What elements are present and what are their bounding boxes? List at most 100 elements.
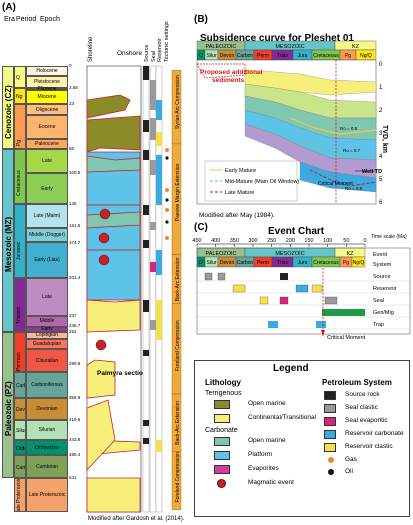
- critical-moment-label: Critical Moment: [327, 335, 366, 341]
- period-bar-label: Carbon: [237, 260, 254, 266]
- reservoir-carbonate-bar: [156, 155, 162, 205]
- period-bar-label: Cretaceous: [313, 53, 339, 59]
- epoch-cell: Devonian: [26, 398, 68, 420]
- y-tick-label: 6: [379, 200, 383, 206]
- panel-b-title: Subsidence curve for Pleshet 01: [200, 33, 354, 44]
- period-bar-label: O: [199, 53, 203, 59]
- source-rock-bar: [143, 120, 149, 132]
- carbonate-title: Carbonate: [205, 427, 238, 434]
- legend-lithology-label: Magmatic event: [248, 479, 294, 486]
- period-bar-label: Carbon: [237, 53, 254, 59]
- period-cell: Cretaceous: [14, 149, 26, 204]
- header-onshore: Onshore: [117, 50, 142, 57]
- seal-evaporitic-bar: [150, 262, 156, 272]
- period-bar-label: Jura: [298, 260, 308, 266]
- seal-clastic-bar: [150, 80, 156, 110]
- legend-petroleum-label: Seal evaporitic: [345, 417, 388, 424]
- gas-marker: [165, 188, 169, 192]
- period-bar-label: Devon: [220, 53, 235, 59]
- period-cell: Carboniferous: [14, 372, 26, 398]
- period-bar-label: Silur: [206, 53, 216, 59]
- period-cell: Triassic: [14, 278, 26, 332]
- period-bar-label: Ng/Q: [360, 53, 372, 59]
- period-bar-label: Pg: [343, 260, 349, 266]
- legend-title: Legend: [273, 363, 309, 374]
- oil-marker: [165, 220, 169, 224]
- period-bar-label: Ng/Q: [353, 260, 365, 266]
- row-label: Source: [373, 274, 390, 280]
- period-bar-cell: [351, 256, 366, 268]
- reservoir-clastic-bar: [156, 300, 162, 340]
- source-rock-bar: [143, 420, 149, 426]
- mid-mature-line: [299, 139, 377, 157]
- tectonic-label: Back-Arc Extension: [175, 257, 181, 301]
- era-cell: Mesozoic (MZ): [2, 149, 14, 332]
- y-tick-label: 5: [379, 177, 383, 183]
- reservoir-bar: [311, 284, 323, 293]
- continental-permian: [86, 299, 141, 333]
- era-bar-label: MESOZOIC: [275, 44, 304, 50]
- period-label: Silurian: [16, 428, 25, 434]
- x-tick-label: 300: [248, 238, 257, 244]
- age-tick-label: 100.5: [69, 170, 81, 176]
- period-cell: Late Proterozoic: [14, 478, 26, 512]
- age-tick-label: 443.8: [69, 437, 81, 442]
- source-bar: [217, 272, 226, 281]
- period-bar-label: Trias: [277, 260, 288, 266]
- x-tick-label: 100: [323, 238, 332, 244]
- legend-petroleum-dot: [328, 469, 334, 475]
- panel-c-label: (C): [194, 222, 208, 233]
- time-scale-label: Time scale (Ma): [371, 234, 407, 240]
- event-chart-frame: [196, 247, 411, 335]
- open-marine-ng: [86, 94, 131, 119]
- reservoir-carbonate-bar: [156, 250, 162, 275]
- ro-label: Ro = 0.9: [345, 186, 363, 191]
- oil-marker: [165, 156, 169, 160]
- magmatic-event-marker: [95, 339, 107, 351]
- age-tick-label: 23: [69, 101, 75, 106]
- age-tick-label: 2.58: [69, 85, 78, 90]
- period-bar-label: Perm: [257, 260, 269, 266]
- epoch-cell: Cisuralian: [26, 349, 68, 372]
- ro-label: Ro = 0.5: [340, 126, 358, 131]
- epoch-cell: Late Proterozoic: [26, 478, 68, 512]
- x-tick-label: 400: [211, 238, 220, 244]
- period-label: Devonian: [16, 407, 25, 413]
- row-label: Seal: [373, 298, 384, 304]
- era-bar-label: PALEOZOIC: [205, 251, 236, 257]
- legend-petroleum-swatch: [324, 404, 336, 413]
- epoch-cell: Early (Lias): [26, 242, 68, 278]
- period-bar-label: Perm: [257, 53, 269, 59]
- age-tick-label: 145: [69, 201, 77, 206]
- seal-clastic-bar: [150, 160, 156, 175]
- period-cell: Cambrian: [14, 455, 26, 478]
- reservoir-carbonate-bar: [156, 100, 162, 120]
- header-era: Era: [4, 16, 15, 23]
- legend-petroleum-label: Gas: [345, 456, 357, 463]
- x-tick-label: 50: [343, 238, 349, 244]
- epoch-cell: Late: [26, 149, 68, 174]
- magmatic-event-marker: [99, 208, 111, 220]
- period-label: Ordovician: [16, 445, 25, 452]
- gas-marker: [165, 148, 169, 152]
- period-cell: Ng: [14, 88, 26, 104]
- legend-lithology-label: Open marine: [248, 400, 286, 407]
- x-tick-label: 350: [230, 238, 239, 244]
- proposed-sediment-zone: [196, 63, 246, 79]
- epoch-cell: Middle (Dogger): [26, 228, 68, 243]
- magmatic-event-marker: [98, 232, 110, 244]
- panel-b-footnote: Modified after May (1984).: [199, 212, 275, 219]
- epoch-cell: Paleocene: [26, 138, 68, 149]
- epoch-cell: Oligocene: [26, 104, 68, 116]
- source-rock-bar: [143, 240, 149, 248]
- tectonic-label: Syrian Arc Compression: [175, 75, 181, 129]
- proposed-annotation-line2: sediments: [212, 77, 245, 84]
- period-label: Q: [16, 75, 20, 81]
- reservoir-clastic-bar: [156, 132, 162, 146]
- maturity-legend-label: Late Mature: [225, 190, 254, 196]
- open-marine-pg: [86, 115, 141, 153]
- y-tick-label: 2: [379, 108, 383, 114]
